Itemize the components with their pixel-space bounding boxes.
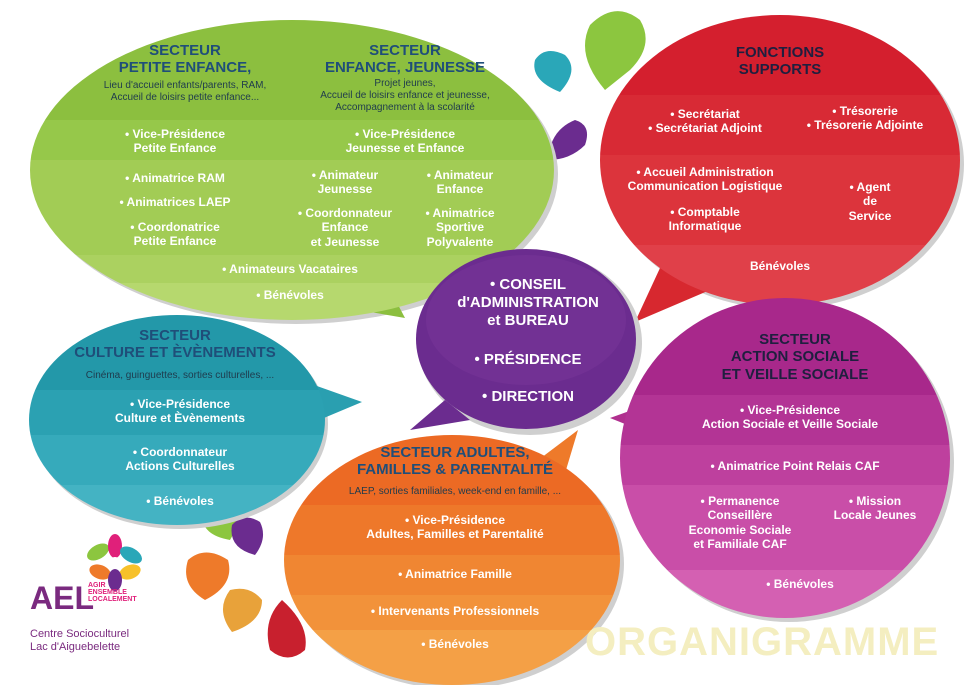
secretariat: • Secrétariat • Secrétariat Adjoint (648, 107, 762, 136)
enfance-jeunesse-title: SECTEUR ENFANCE, JEUNESSE (324, 42, 486, 77)
vp-petite-enfance: • Vice-Présidence Petite Enfance (124, 127, 226, 156)
petite-enfance-title: SECTEUR PETITE ENFANCE, (118, 42, 252, 77)
animatrices-laep: • Animatrices LAEP (119, 195, 231, 209)
adultes-familles-description: LAEP, sorties familiales, week-end en fa… (348, 486, 562, 497)
animatrice-ram: • Animatrice RAM (125, 171, 225, 185)
culture-evenements-description: Cinéma, guinguettes, sorties culturelles… (85, 370, 275, 381)
intervenants-professionnels: • Intervenants Professionnels (370, 604, 540, 618)
logo-flower (87, 534, 142, 591)
vp-culture-evenements: • Vice-Présidence Culture et Èvènements (114, 397, 246, 426)
vp-adultes-familles: • Vice-Présidence Adultes, Familles et P… (366, 513, 544, 542)
petite-enfance-description: Lieu d'accueil enfants/parents, RAM, Acc… (103, 80, 267, 103)
vp-action-sociale: • Vice-Présidence Action Sociale et Veil… (701, 403, 879, 432)
logo-ael: AEL (30, 580, 94, 616)
coordonnateur-actions-culturelles: • Coordonnateur Actions Culturelles (125, 445, 235, 474)
action-sociale-title: SECTEUR ACTION SOCIALE ET VEILLE SOCIALE (721, 331, 869, 383)
conseil-administration: • CONSEIL d'ADMINISTRATION et BUREAU (457, 276, 599, 329)
logo-tagline: AGIR ENSEMBLE LOCALEMENT (88, 582, 137, 603)
accueil-administration: • Accueil Administration Communication L… (627, 165, 783, 194)
animateur-enfance: • Animateur Enfance (426, 168, 494, 197)
teal-benevoles: • Bénévoles (146, 494, 214, 508)
purple-bubble (410, 249, 642, 435)
animatrice-sportive: • Animatrice Sportive Polyvalente (425, 206, 495, 249)
animatrice-famille: • Animatrice Famille (398, 567, 512, 581)
magenta-benevoles: • Bénévoles (766, 577, 834, 591)
mission-locale-jeunes: • Mission Locale Jeunes (833, 494, 917, 523)
direction: • DIRECTION (482, 388, 574, 405)
green-bubble (30, 20, 558, 324)
presidence: • PRÉSIDENCE (474, 351, 582, 368)
orange-benevoles: • Bénévoles (421, 637, 489, 651)
animateur-jeunesse: • Animateur Jeunesse (311, 168, 379, 197)
tresorerie: • Trésorerie • Trésorerie Adjointe (806, 104, 924, 133)
agent-de-service: • Agent de Service (848, 180, 892, 223)
enfance-jeunesse-description: Projet jeunes, Accueil de loisirs enfanc… (320, 78, 490, 113)
culture-evenements-title: SECTEUR CULTURE ET ÈVÈNEMENTS (74, 327, 276, 362)
adultes-familles-title: SECTEUR ADULTES, FAMILLES & PARENTALITÉ (356, 444, 554, 479)
comptable-informatique: • Comptable Informatique (668, 205, 742, 234)
organigramme-title: ORGANIGRAMME (585, 620, 940, 664)
vp-jeunesse-enfance: • Vice-Présidence Jeunesse et Enfance (345, 127, 465, 156)
red-bubble (600, 15, 964, 322)
green-benevoles: • Bénévoles (256, 288, 324, 302)
coordonnateur-enfance-jeunesse: • Coordonnateur Enfance et Jeunesse (297, 206, 393, 249)
red-benevoles: Bénévoles (749, 259, 811, 273)
logo-organisation: Centre Socioculturel Lac d'Aiguebelette (30, 628, 130, 654)
fonctions-supports-title: FONCTIONS SUPPORTS (735, 44, 825, 79)
coordonatrice-petite-enfance: • Coordonatrice Petite Enfance (130, 220, 220, 249)
animatrice-point-relais-caf: • Animatrice Point Relais CAF (710, 459, 880, 473)
animateurs-vacataires: • Animateurs Vacataires (222, 262, 358, 276)
permanence-conseillere: • Permanence Conseillère Economie Social… (688, 494, 792, 552)
